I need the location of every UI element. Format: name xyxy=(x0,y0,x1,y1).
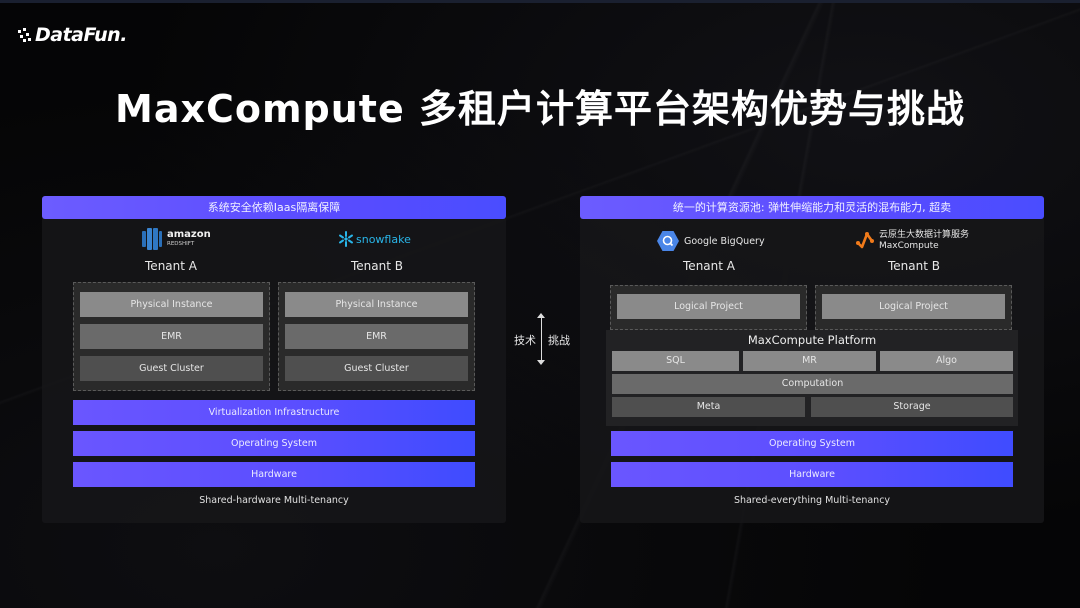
tenant-b-label: Tenant B xyxy=(351,259,403,273)
sql-engine: SQL xyxy=(612,351,739,371)
tenant-a-project-box: Logical Project xyxy=(610,285,807,330)
right-caption: Shared-everything Multi-tenancy xyxy=(733,495,891,506)
platform-label: MaxCompute Platform xyxy=(747,333,877,347)
operating-system-layer: Operating System xyxy=(73,431,475,456)
tenant-a-stack: Physical Instance EMR Guest Cluster xyxy=(73,282,270,391)
tenant-a-label: Tenant A xyxy=(145,259,197,273)
tenant-b-stack: Physical Instance EMR Guest Cluster xyxy=(278,282,475,391)
brand-google-bigquery: Google BigQuery xyxy=(657,231,765,251)
right-banner: 统一的计算资源池: 弹性伸缩能力和灵活的混布能力, 超卖 xyxy=(580,196,1044,219)
page-title: MaxCompute 多租户计算平台架构优势与挑战 xyxy=(115,87,965,131)
brand-name: Google BigQuery xyxy=(684,235,765,247)
physical-instance-layer: Physical Instance xyxy=(285,292,468,317)
maxcompute-icon xyxy=(856,231,874,249)
logical-project-a: Logical Project xyxy=(617,294,800,319)
meta-layer: Meta xyxy=(612,397,805,417)
double-arrow-vertical-icon xyxy=(537,313,545,365)
logical-project-b: Logical Project xyxy=(822,294,1005,319)
algo-engine: Algo xyxy=(880,351,1013,371)
tenant-a-label: Tenant A xyxy=(683,259,735,273)
guest-cluster-layer: Guest Cluster xyxy=(80,356,263,381)
top-edge xyxy=(0,0,1080,3)
shared-everything-panel: 统一的计算资源池: 弹性伸缩能力和灵活的混布能力, 超卖 Google BigQ… xyxy=(580,196,1044,523)
physical-instance-layer: Physical Instance xyxy=(80,292,263,317)
shared-hardware-panel: 系统安全依赖Iaas隔离保障 amazon REDSHIFT Tenant A … xyxy=(42,196,506,523)
guest-cluster-layer: Guest Cluster xyxy=(285,356,468,381)
hardware-layer: Hardware xyxy=(611,462,1013,487)
tech-label: 技术 xyxy=(514,334,536,347)
brand-name: amazon xyxy=(167,229,211,241)
brand-sub: MaxCompute xyxy=(879,240,939,251)
maxcompute-platform-box: MaxCompute Platform SQL MR Algo Computat… xyxy=(606,330,1018,426)
datafun-logo: DataFun. xyxy=(18,24,127,46)
emr-layer: EMR xyxy=(285,324,468,349)
logo-dots-icon xyxy=(18,27,32,43)
storage-layer: Storage xyxy=(811,397,1013,417)
brand-sub: REDSHIFT xyxy=(167,241,195,248)
tenant-b-project-box: Logical Project xyxy=(815,285,1012,330)
computation-layer: Computation xyxy=(612,374,1013,394)
operating-system-layer: Operating System xyxy=(611,431,1013,456)
brand-amazon-redshift: amazon REDSHIFT xyxy=(142,228,211,250)
virtualization-layer: Virtualization Infrastructure xyxy=(73,400,475,425)
left-caption: Shared-hardware Multi-tenancy xyxy=(199,495,349,506)
left-banner: 系统安全依赖Iaas隔离保障 xyxy=(42,196,506,219)
snowflake-icon xyxy=(339,231,353,247)
brand-snowflake: snowflake xyxy=(338,231,411,247)
mr-engine: MR xyxy=(743,351,876,371)
brand-name: 云原生大数据计算服务 xyxy=(879,230,970,240)
tenant-b-label: Tenant B xyxy=(888,259,940,273)
logo-text: DataFun. xyxy=(35,24,127,46)
brand-name: snowflake xyxy=(356,232,411,246)
emr-layer: EMR xyxy=(80,324,263,349)
brand-maxcompute: 云原生大数据计算服务 MaxCompute xyxy=(856,230,969,252)
challenge-label: 挑战 xyxy=(548,334,570,347)
google-bigquery-icon xyxy=(657,231,679,251)
hardware-layer: Hardware xyxy=(73,462,475,487)
amazon-redshift-icon xyxy=(142,228,162,250)
